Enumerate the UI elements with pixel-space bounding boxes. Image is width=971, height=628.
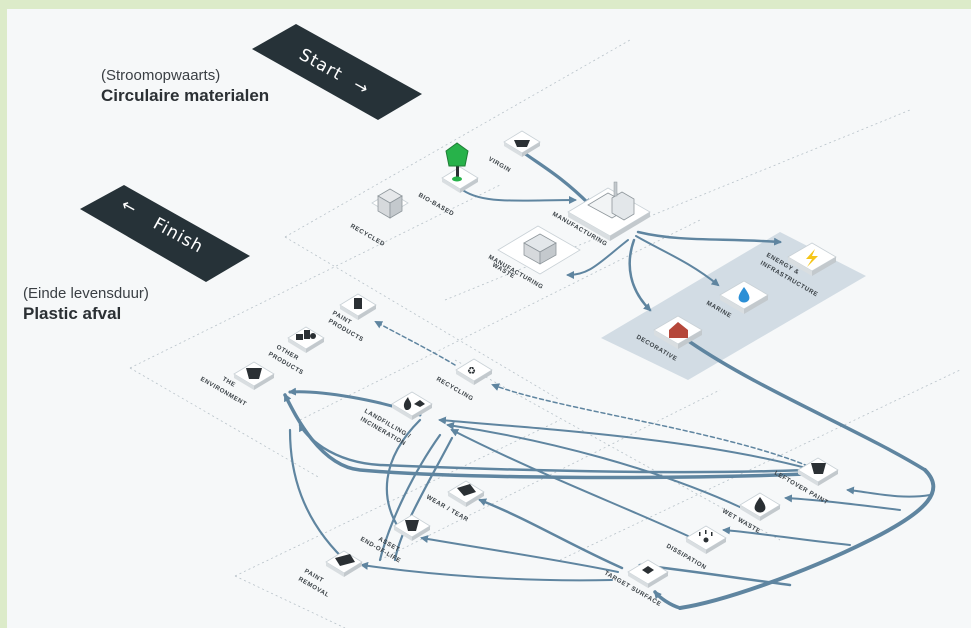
upstream-title: Circulaire materialen (101, 86, 270, 105)
bin-icon (405, 520, 419, 531)
factory-icon (587, 181, 635, 221)
node-virgin[interactable]: VIRGIN (487, 130, 541, 175)
environment-icon (246, 368, 262, 379)
endoflife-heading: (Einde levensduur) Plastic afval (23, 284, 149, 324)
wear-icon (457, 484, 476, 496)
scraper-icon (335, 554, 355, 566)
house-icon (669, 322, 688, 338)
node-recycled[interactable]: RECYCLED (349, 188, 409, 248)
water-drop-icon (738, 287, 750, 303)
finish-banner[interactable]: ← Finish (80, 185, 250, 282)
diagram-canvas (7, 9, 971, 628)
surface-icon (642, 566, 654, 574)
paint-can-icon (354, 298, 362, 309)
tree-icon (445, 142, 469, 182)
node-wear-tear[interactable]: WEAR / TEAR (425, 480, 485, 523)
bio-based-label: BIO-BASED (417, 192, 455, 218)
recycle-icon: ♻ (467, 366, 476, 377)
node-target-surface[interactable]: TARGET SURFACE (603, 559, 669, 608)
node-other-products[interactable]: OTHER PRODUCTS (267, 326, 325, 376)
node-recycling[interactable]: ♻ RECYCLING (435, 358, 493, 403)
products-icon (296, 330, 316, 340)
upstream-heading: (Stroomopwaarts) Circulaire materialen (101, 66, 269, 106)
node-wet-waste[interactable]: WET WASTE (721, 492, 781, 535)
waste-bin-icon (523, 233, 557, 265)
upstream-subtitle: (Stroomopwaarts) (101, 67, 221, 84)
wet-drop-icon (754, 497, 766, 513)
node-dissipation[interactable]: DISSIPATION (665, 525, 727, 571)
lightning-icon (806, 249, 818, 267)
virgin-label: VIRGIN (487, 156, 512, 175)
node-paint-products[interactable]: PAINT PRODUCTS (327, 293, 377, 343)
mine-cart-icon (514, 140, 530, 147)
node-manufacturing[interactable]: MANUFACTURING (551, 181, 651, 248)
endoflife-title: Plastic afval (23, 304, 122, 323)
flow-lines (283, 148, 936, 610)
node-environment[interactable]: THE ENVIRONMENT (199, 361, 275, 408)
node-marine[interactable]: MARINE (705, 280, 769, 320)
node-manufacturing-waste[interactable]: MANUFACTURING WASTE (487, 225, 581, 291)
recycled-bale-icon (377, 188, 403, 219)
endoflife-subtitle: (Einde levensduur) (23, 285, 149, 302)
recycled-label: RECYCLED (349, 223, 386, 248)
start-banner[interactable]: Start → (252, 24, 422, 120)
node-bio-based[interactable]: BIO-BASED (417, 142, 479, 218)
node-paint-removal[interactable]: PAINT REMOVAL (297, 550, 363, 599)
fire-icon (403, 397, 425, 411)
dissipation-icon (699, 530, 713, 543)
paint-bucket-icon (811, 463, 826, 474)
guide-grid (129, 39, 961, 628)
